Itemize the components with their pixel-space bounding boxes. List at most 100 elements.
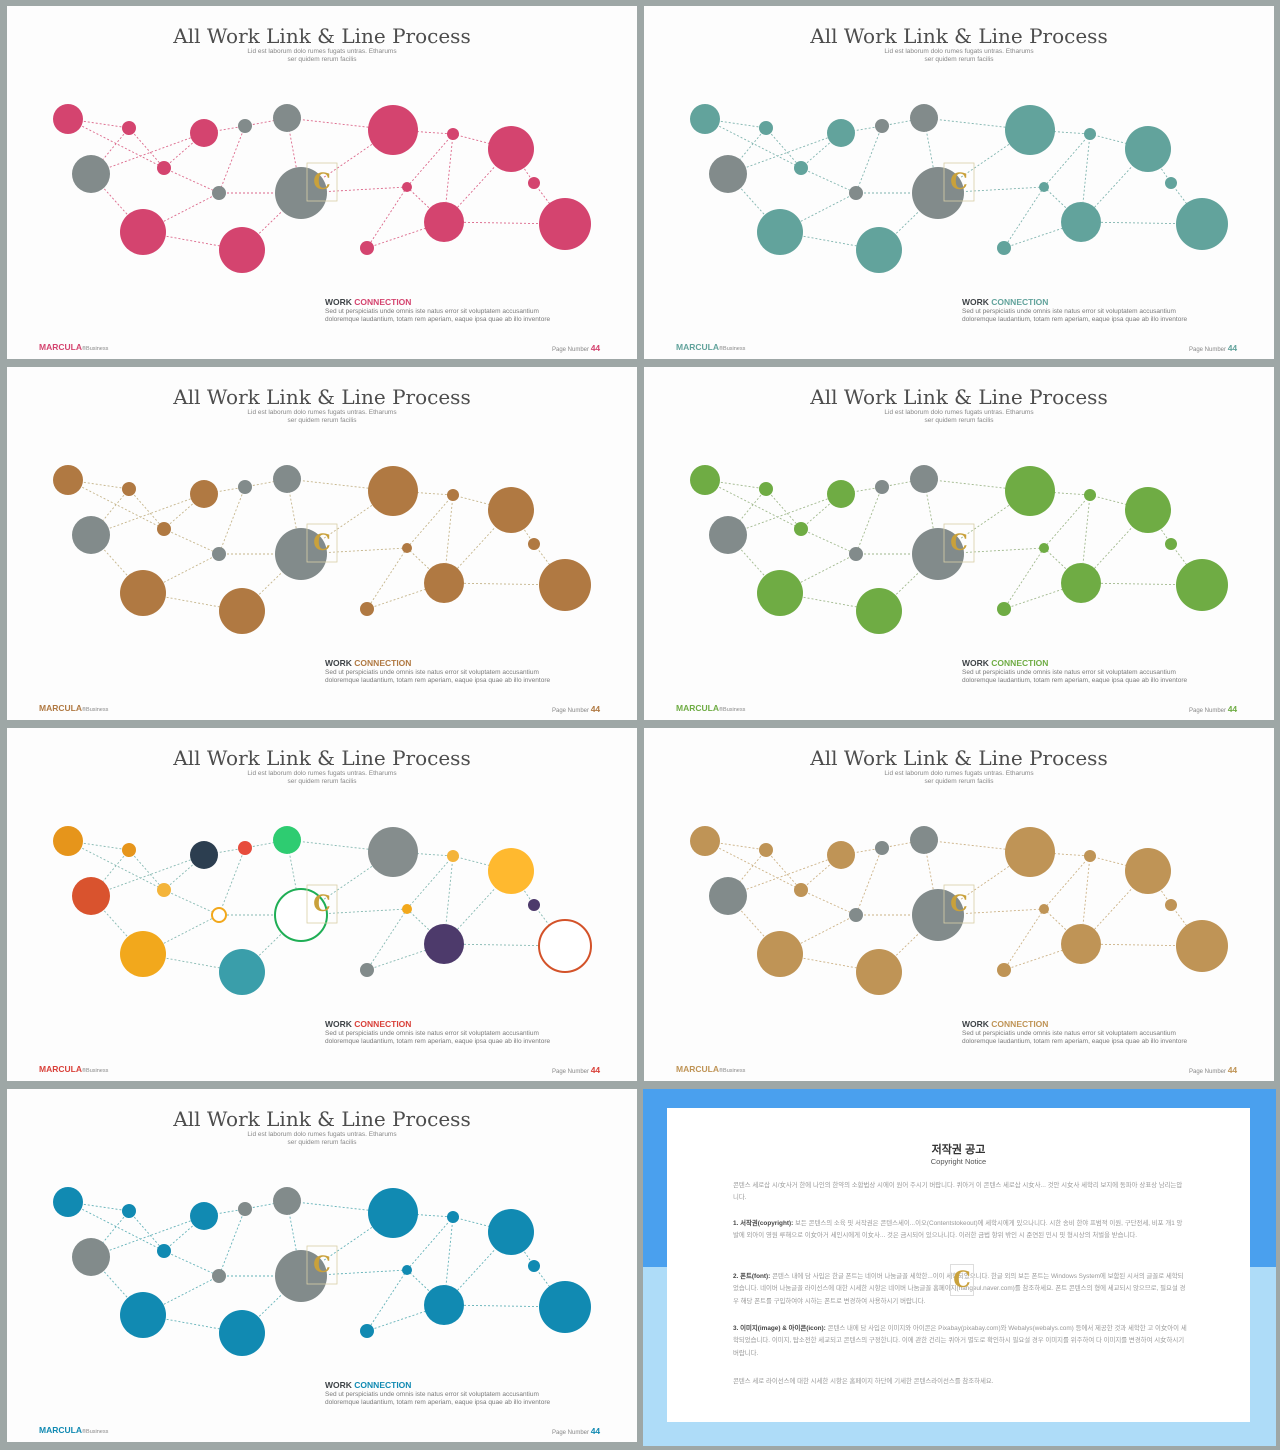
network-node: [910, 465, 938, 493]
network-node: [53, 104, 83, 134]
slide-subtitle: Lid est laborum dolo rumes fugats untras…: [884, 409, 1034, 424]
notice-subtitle: Copyright Notice: [930, 1157, 987, 1166]
network-node: [424, 202, 464, 242]
network-node: [856, 227, 902, 273]
link-line: [727, 493, 842, 536]
link-line: [727, 854, 842, 897]
network-node: [157, 522, 171, 536]
svg-text:C: C: [313, 169, 331, 195]
work-connection-description: Sed ut perspiciatis unde omnis iste natu…: [325, 669, 551, 684]
network-diagram: C: [53, 1187, 591, 1356]
slide-subtitle: Lid est laborum dolo rumes fugats untras…: [247, 48, 397, 63]
network-node: [120, 1292, 166, 1338]
link-line: [128, 488, 165, 530]
network-node: [72, 877, 110, 915]
network-node: [1039, 543, 1049, 553]
link-line: [1003, 547, 1045, 610]
work-connection-description: Sed ut perspiciatis unde omnis iste natu…: [962, 1030, 1188, 1045]
link-line: [406, 908, 445, 945]
network-node: [1165, 899, 1177, 911]
slide-subtitle: Lid est laborum dolo rumes fugats untras…: [247, 770, 397, 785]
network-node: [1005, 827, 1055, 877]
network-node: [219, 588, 265, 634]
link-line: [218, 125, 246, 194]
network-node: [794, 161, 808, 175]
link-line: [881, 117, 925, 127]
network-node: [53, 826, 83, 856]
page-number: Page Number 44: [1189, 1065, 1238, 1075]
network-diagram: C: [53, 465, 591, 634]
notice-outro: 콘텐스 세로 라이선스에 대한 시세한 시항은 홈페이지 하단에 기세한 콘텐스…: [733, 1378, 994, 1385]
work-connection-description: Sed ut perspiciatis unde omnis iste natu…: [325, 1030, 551, 1045]
network-node: [1176, 559, 1228, 611]
network-node: [539, 1281, 591, 1333]
network-node: [910, 826, 938, 854]
network-node: [212, 547, 226, 561]
network-node: [1005, 466, 1055, 516]
link-line: [244, 117, 288, 127]
slide-subtitle: Lid est laborum dolo rumes fugats untras…: [884, 770, 1034, 785]
network-node: [757, 570, 803, 616]
network-node: [157, 1244, 171, 1258]
link-line: [765, 849, 802, 891]
slide-blue: C All Work Link & Line Process Lid est l…: [7, 1089, 637, 1442]
link-line: [800, 167, 857, 194]
link-line: [366, 186, 408, 249]
network-node: [402, 182, 412, 192]
link-line: [727, 132, 842, 175]
network-node: [360, 241, 374, 255]
network-diagram: C: [690, 826, 1228, 995]
network-node: [759, 121, 773, 135]
watermark-logo: C: [943, 884, 975, 924]
network-node: [72, 1238, 110, 1276]
network-node: [1084, 128, 1096, 140]
brand-logo: MARCULA®Business: [39, 342, 109, 352]
notice-paper: 저작권 공고 Copyright Notice 콘텐스 세로삽 시/女사거 한에…: [667, 1108, 1250, 1422]
svg-text:C: C: [950, 891, 968, 917]
svg-text:C: C: [313, 1252, 331, 1278]
brand-logo: MARCULA®Business: [39, 1425, 109, 1435]
network-node: [274, 888, 328, 942]
svg-text:C: C: [313, 530, 331, 556]
link-line: [366, 908, 408, 971]
network-node: [368, 105, 418, 155]
network-node: [360, 1324, 374, 1338]
notice-p1-text: 보든 콘텐스의 소육 핏 서작권은 콘텐스세이...이오(Contentstok…: [733, 1220, 1183, 1240]
network-node: [424, 924, 464, 964]
network-node: [910, 104, 938, 132]
network-node: [1039, 904, 1049, 914]
slide-title: All Work Link & Line Process: [173, 1107, 471, 1131]
slide-teal: C All Work Link & Line Process Lid est l…: [644, 6, 1274, 359]
network-node: [238, 1202, 252, 1216]
network-node: [539, 198, 591, 250]
link-line: [1043, 908, 1082, 945]
notice-paragraph-font: 2. 폰트(font): 콘텐스 내에 담 사입은 한글 폰트는 네이버 나눔글…: [733, 1271, 1187, 1308]
network-node: [53, 465, 83, 495]
network-node: [849, 547, 863, 561]
network-node: [120, 570, 166, 616]
network-node: [538, 919, 592, 973]
network-node: [190, 841, 218, 869]
link-line: [90, 132, 205, 175]
work-connection-heading: WORK CONNECTION: [962, 1019, 1049, 1029]
page-number: Page Number 44: [552, 704, 601, 714]
work-connection-heading: WORK CONNECTION: [325, 1019, 412, 1029]
network-node: [122, 1204, 136, 1218]
network-node: [875, 841, 889, 855]
work-connection-heading: WORK CONNECTION: [325, 297, 412, 307]
notice-intro: 콘텐스 세로삽 시/女사거 한에 나인의 한약의 소합법상 시에이 원어 주시기…: [733, 1182, 1183, 1202]
network-node: [757, 931, 803, 977]
link-line: [765, 127, 802, 169]
slide-subtitle: Lid est laborum dolo rumes fugats untras…: [247, 409, 397, 424]
network-node: [219, 227, 265, 273]
network-node: [275, 167, 327, 219]
network-node: [912, 167, 964, 219]
link-line: [840, 125, 883, 134]
notice-p3-text: 콘텐스 내에 담 사입은 이미지와 아이콘은 Pixabay(pixabay.c…: [733, 1325, 1187, 1357]
network-node: [368, 466, 418, 516]
network-node: [273, 1187, 301, 1215]
slide-multicolor: C All Work Link & Line Process Lid est l…: [7, 728, 637, 1081]
link-line: [366, 582, 445, 610]
link-line: [1003, 221, 1082, 249]
work-connection-heading: WORK CONNECTION: [962, 297, 1049, 307]
